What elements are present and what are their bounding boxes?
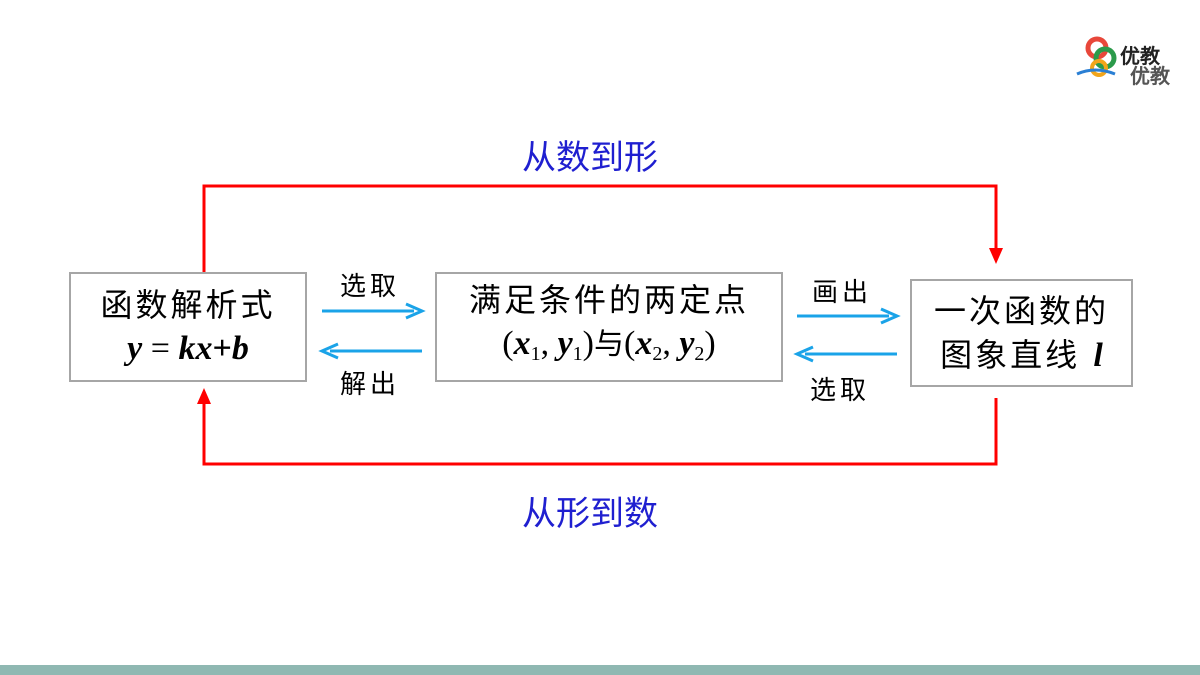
box-two-points: 满足条件的两定点 (x1, y1)与(x2, y2) [435,272,783,382]
bottom-loop-label: 从形到数 [522,494,658,534]
line-l: l [1093,336,1103,374]
top-loop-arrowhead [989,248,1003,264]
box-right-title: 一次函数的 [933,291,1109,330]
point1-x: x [513,325,531,362]
eq-plus: + [212,330,232,367]
point1-x-sub: 1 [530,343,541,365]
left-forward-label: 选取 [340,272,401,302]
comma-2: , [662,325,680,362]
right-forward-label: 画出 [812,278,873,308]
point1-y-sub: 1 [572,343,583,365]
eq-equals: = [142,330,179,367]
box-graph-line: 一次函数的 图象直线 l [910,279,1133,387]
logo-text-1: 优教 [1120,44,1160,68]
box-left-title: 函数解析式 [100,286,276,324]
box-left-equation: y = kx+b [127,327,249,371]
logo [1075,30,1185,90]
box-right-line2: 图象直线 l [940,333,1103,378]
bottom-loop-line [202,398,998,466]
logo-icon [1076,36,1117,77]
bottom-loop-arrowhead [197,388,211,404]
eq-b: b [231,330,249,367]
point2-y-sub: 2 [694,343,705,365]
box-function-expression: 函数解析式 y = kx+b [69,272,307,382]
box-right-text: 图象直线 [940,335,1081,374]
left-back-label: 解出 [340,370,401,400]
point1-y: y [557,325,573,362]
and-text: 与 [594,327,624,362]
point2-y: y [679,325,695,362]
paren-close-2: ) [704,325,716,362]
paren-close-1: ) [582,325,594,362]
bottom-bar [0,665,1200,675]
top-loop-line [202,184,998,272]
eq-y: y [127,330,143,367]
top-loop-label: 从数到形 [522,138,658,178]
logo-text-2: 优教 [1130,64,1170,88]
paren-open-1: ( [502,325,514,362]
point2-x-sub: 2 [652,343,663,365]
box-mid-title: 满足条件的两定点 [468,281,749,319]
box-mid-points: (x1, y1)与(x2, y2) [502,322,716,376]
right-back-label: 选取 [810,376,871,406]
comma-1: , [540,325,558,362]
paren-open-2: ( [624,325,636,362]
eq-kx: kx [178,330,213,367]
point2-x: x [635,325,653,362]
